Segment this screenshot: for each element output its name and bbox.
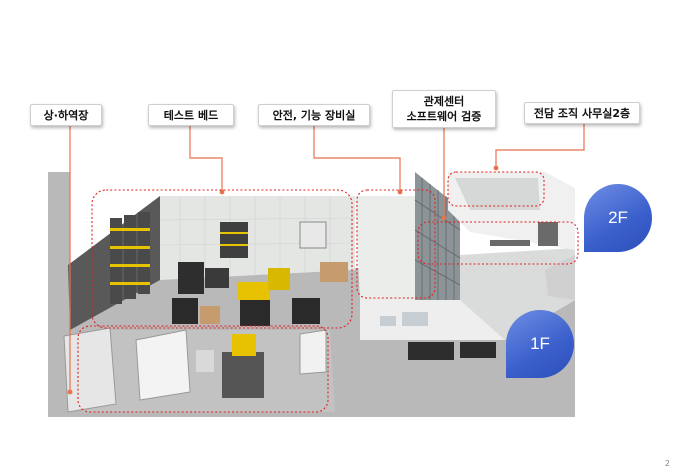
connector-dots — [67, 165, 499, 395]
zone-loading — [77, 325, 329, 413]
stair-structure — [545, 255, 575, 300]
storage-racks — [110, 212, 248, 304]
test-bed-equipment — [172, 221, 348, 326]
highlight-zones — [77, 171, 579, 413]
label-control-center: 관제센터 소프트웨어 검증 — [392, 90, 496, 128]
right-building-wall — [355, 196, 420, 300]
label-safety-lab: 안전, 기능 장비실 — [258, 104, 370, 126]
label-test-bed: 테스트 베드 — [148, 104, 234, 126]
zone-office-2f — [447, 171, 545, 207]
label-office-2f-text: 전담 조직 사무실2층 — [533, 106, 631, 120]
building-windows — [380, 312, 428, 326]
label-loading-dock: 상·하역장 — [30, 104, 102, 126]
glass-grid — [414, 178, 461, 300]
label-control-line2: 소프트웨어 검증 — [406, 110, 482, 123]
zone-test-bed — [91, 189, 353, 329]
page-number: 2 — [664, 459, 670, 468]
office-2f-back — [455, 178, 540, 210]
floor-badge-2f-text: 2F — [608, 208, 628, 227]
floor-badge-2f: 2F — [584, 184, 652, 252]
back-wall-grid — [159, 196, 356, 279]
zone-safety-lab — [356, 189, 436, 299]
floor-badge-1f-text: 1F — [530, 334, 550, 353]
office-furniture — [490, 222, 558, 246]
outdoor-racks — [408, 342, 496, 360]
label-office-2f: 전담 조직 사무실2층 — [524, 102, 640, 124]
floor-badge-1f: 1F — [506, 310, 574, 378]
label-test-bed-text: 테스트 베드 — [163, 108, 219, 122]
loading-vehicles — [63, 327, 327, 413]
connector-lines — [69, 124, 585, 392]
label-control-line1: 관제센터 — [423, 95, 465, 108]
label-loading-text: 상·하역장 — [43, 108, 89, 122]
back-wall-1f — [160, 196, 355, 280]
label-safety-lab-text: 안전, 기능 장비실 — [272, 108, 356, 122]
lower-building-front — [360, 300, 505, 340]
